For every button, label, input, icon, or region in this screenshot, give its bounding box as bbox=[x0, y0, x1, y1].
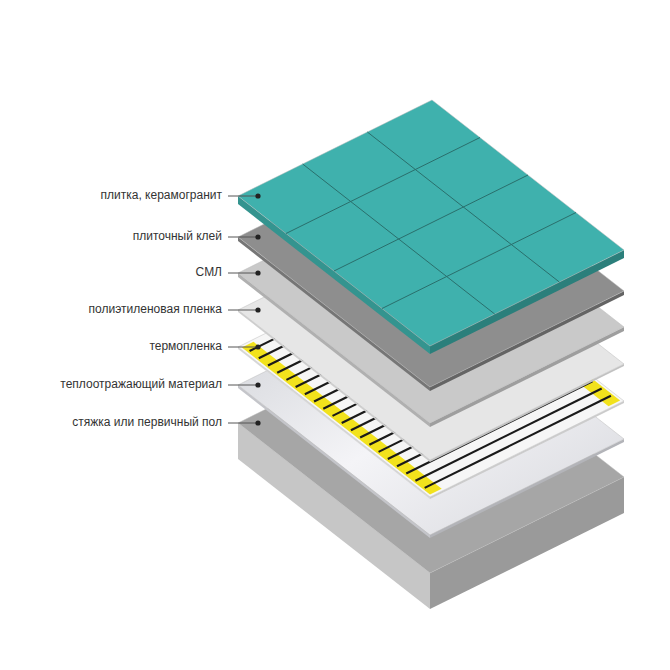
leader-dot bbox=[255, 344, 260, 349]
layer-top bbox=[238, 100, 624, 346]
leader-line bbox=[228, 307, 261, 312]
leader-dot bbox=[255, 382, 260, 387]
layer-label: СМЛ bbox=[196, 265, 222, 279]
leader-line bbox=[228, 385, 258, 386]
leader-dot bbox=[255, 193, 260, 198]
layer-label: плитка, керамогранит bbox=[101, 188, 222, 202]
layer-label: стяжка или первичный пол bbox=[72, 415, 222, 429]
leader-line bbox=[228, 196, 258, 197]
layer-label: теплоотражающий материал bbox=[60, 377, 222, 391]
layer-label: термопленка bbox=[149, 339, 222, 353]
leader-line bbox=[228, 310, 258, 311]
leader-dot bbox=[255, 307, 260, 312]
leader-line bbox=[228, 420, 261, 425]
leader-line bbox=[228, 347, 258, 348]
leader-dot bbox=[255, 270, 260, 275]
leader-line bbox=[228, 344, 261, 349]
leader-line bbox=[228, 234, 261, 239]
leader-dot bbox=[255, 420, 260, 425]
leader-line bbox=[228, 237, 258, 238]
tile-joint bbox=[334, 175, 528, 271]
tile-joint bbox=[286, 138, 480, 234]
layer-label: полиэтиленовая пленка bbox=[89, 302, 222, 316]
floor-layer bbox=[238, 100, 624, 354]
leader-dot bbox=[255, 234, 260, 239]
leader-line bbox=[228, 382, 261, 387]
leader-line bbox=[228, 270, 261, 275]
leader-line bbox=[228, 193, 261, 198]
leader-line bbox=[228, 273, 258, 274]
tile-joint bbox=[382, 213, 576, 309]
leader-line bbox=[228, 423, 258, 424]
layer-label: плиточный клей bbox=[133, 229, 222, 243]
